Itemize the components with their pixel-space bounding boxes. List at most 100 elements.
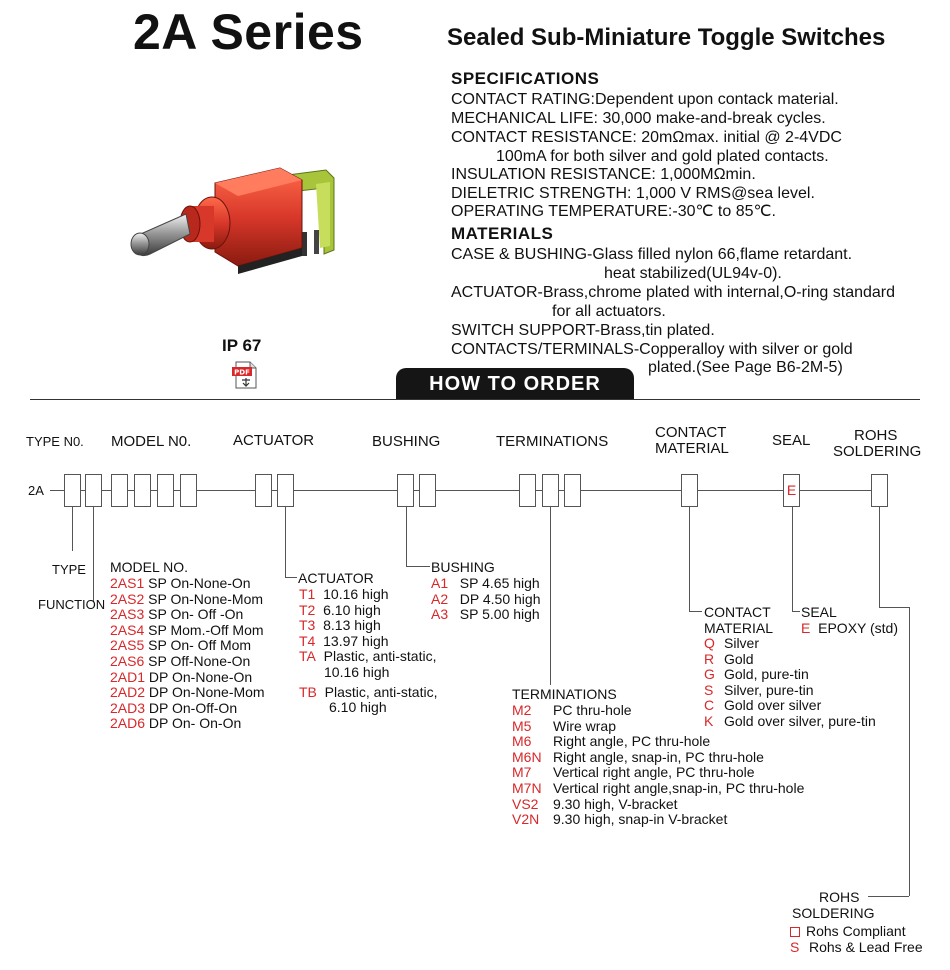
list-item: Rohs Compliant (790, 923, 923, 940)
actuator-heading: ACTUATOR (298, 570, 374, 586)
label-type: TYPE (52, 562, 86, 577)
code-box-terminations[interactable] (519, 474, 536, 507)
contact-heading: CONTACT (704, 604, 771, 620)
code-box-function[interactable] (85, 474, 102, 507)
materials-heading: MATERIALS (451, 224, 554, 243)
list-item: 2AD6 DP On- On-On (110, 715, 242, 732)
code-box-bushing[interactable] (419, 474, 436, 507)
bushing-list: A1 SP 4.65 high A2 DP 4.50 high A3 SP 5.… (431, 575, 541, 623)
rohs-heading: ROHS (819, 889, 860, 905)
pdf-icon[interactable]: PDF (231, 360, 259, 390)
leader-seal (792, 611, 800, 612)
empty-box-icon (790, 927, 800, 937)
code-box-model[interactable] (134, 474, 151, 507)
list-item: TB Plastic, anti-static, (299, 683, 438, 700)
header-model-no: MODEL N0. (111, 433, 192, 450)
leader-bushing (406, 566, 430, 567)
list-item: 2AD2 DP On-None-Mom (110, 684, 265, 701)
leader-rohs (879, 607, 909, 608)
material-line: heat stabilized(UL94v-0). (604, 265, 782, 282)
header-terminations: TERMINATIONS (496, 433, 609, 450)
leader-rohs (909, 607, 910, 896)
code-box-model[interactable] (180, 474, 197, 507)
page-title: 2A Series (133, 4, 364, 60)
list-item: 2AS5 SP On- Off Mom (110, 637, 252, 654)
actuator-list: T1 10.16 high T2 6.10 high T3 8.13 high … (299, 586, 438, 716)
list-item: 2AS6 SP Off-None-On (110, 652, 251, 669)
specifications-heading: SPECIFICATIONS (451, 69, 600, 88)
list-item: T1 10.16 high (299, 586, 389, 602)
list-item: TA Plastic, anti-static, (299, 648, 437, 665)
list-item: A3 SP 5.00 high (431, 606, 540, 623)
code-box-actuator[interactable] (277, 474, 294, 507)
code-box-model[interactable] (157, 474, 174, 507)
code-box-terminations[interactable] (542, 474, 559, 507)
code-box-terminations[interactable] (564, 474, 581, 507)
header-type-no: TYPE N0. (26, 434, 84, 449)
list-item: 2AS1 SP On-None-On (110, 575, 251, 591)
material-line: for all actuators. (552, 303, 666, 320)
code-box-type[interactable] (64, 474, 81, 507)
header-material: MATERIAL (655, 440, 729, 457)
toggle-switch-photo (130, 167, 335, 274)
svg-text:PDF: PDF (234, 369, 250, 377)
list-item: T2 6.10 high (299, 601, 381, 618)
list-item: 2AS2 SP On-None-Mom (110, 590, 264, 607)
page-subtitle: Sealed Sub-Miniature Toggle Switches (447, 24, 886, 51)
how-to-order-banner: HOW TO ORDER (396, 368, 634, 400)
label-function: FUNCTION (38, 597, 106, 612)
list-item: E EPOXY (std) (801, 620, 899, 636)
list-item: 2AD3 DP On-Off-On (110, 699, 238, 716)
header-rohs: ROHS (854, 427, 898, 444)
spec-line: MECHANICAL LIFE: 30,000 make-and-break c… (451, 110, 826, 127)
spec-line: OPERATING TEMPERATURE:-30℃ to 85℃. (451, 203, 776, 220)
leader-function (93, 507, 94, 602)
list-item-cont: 6.10 high (329, 699, 387, 716)
spec-line: CONTACT RESISTANCE: 20mΩmax. initial @ 2… (451, 129, 842, 146)
material-line: SWITCH SUPPORT-Brass,tin plated. (451, 322, 715, 339)
header-soldering: SOLDERING (833, 443, 922, 460)
code-box-contact-material[interactable] (681, 474, 698, 507)
leader-contact-material (689, 507, 690, 611)
leader-actuator (285, 507, 286, 577)
model-list: 2AS1 SP On-None-On 2AS2 SP On-None-Mom 2… (110, 575, 265, 732)
seal-list: E EPOXY (std) (801, 620, 899, 637)
material-heading: MATERIAL (704, 620, 773, 636)
spec-line: 100mA for both silver and gold plated co… (496, 148, 829, 165)
leader-terminations (550, 507, 551, 685)
list-item: A1 SP 4.65 high (431, 575, 540, 591)
header-contact: CONTACT (655, 424, 727, 441)
list-item: T3 8.13 high (299, 617, 381, 634)
section-divider (30, 399, 920, 400)
list-item: 2AS4 SP Mom.-Off Mom (110, 621, 264, 638)
list-item-cont: 10.16 high (324, 663, 390, 680)
code-box-actuator[interactable] (255, 474, 272, 507)
list-item: 2AD1 DP On-None-On (110, 668, 253, 685)
leader-type (72, 507, 73, 551)
list-item: A2 DP 4.50 high (431, 590, 541, 607)
leader-contact-material (689, 611, 702, 612)
code-box-seal[interactable]: E (783, 474, 800, 507)
code-box-bushing[interactable] (397, 474, 414, 507)
leader-bushing (406, 507, 407, 566)
ip-rating: IP 67 (222, 336, 262, 355)
code-box-rohs[interactable] (871, 474, 888, 507)
code-box-model[interactable] (111, 474, 128, 507)
terminations-heading: TERMINATIONS (512, 686, 617, 702)
leader-rohs (879, 507, 880, 607)
spec-line: CONTACT RATING:Dependent upon contack ma… (451, 91, 839, 108)
order-line (50, 490, 888, 491)
spec-line: INSULATION RESISTANCE: 1,000MΩmin. (451, 166, 756, 183)
